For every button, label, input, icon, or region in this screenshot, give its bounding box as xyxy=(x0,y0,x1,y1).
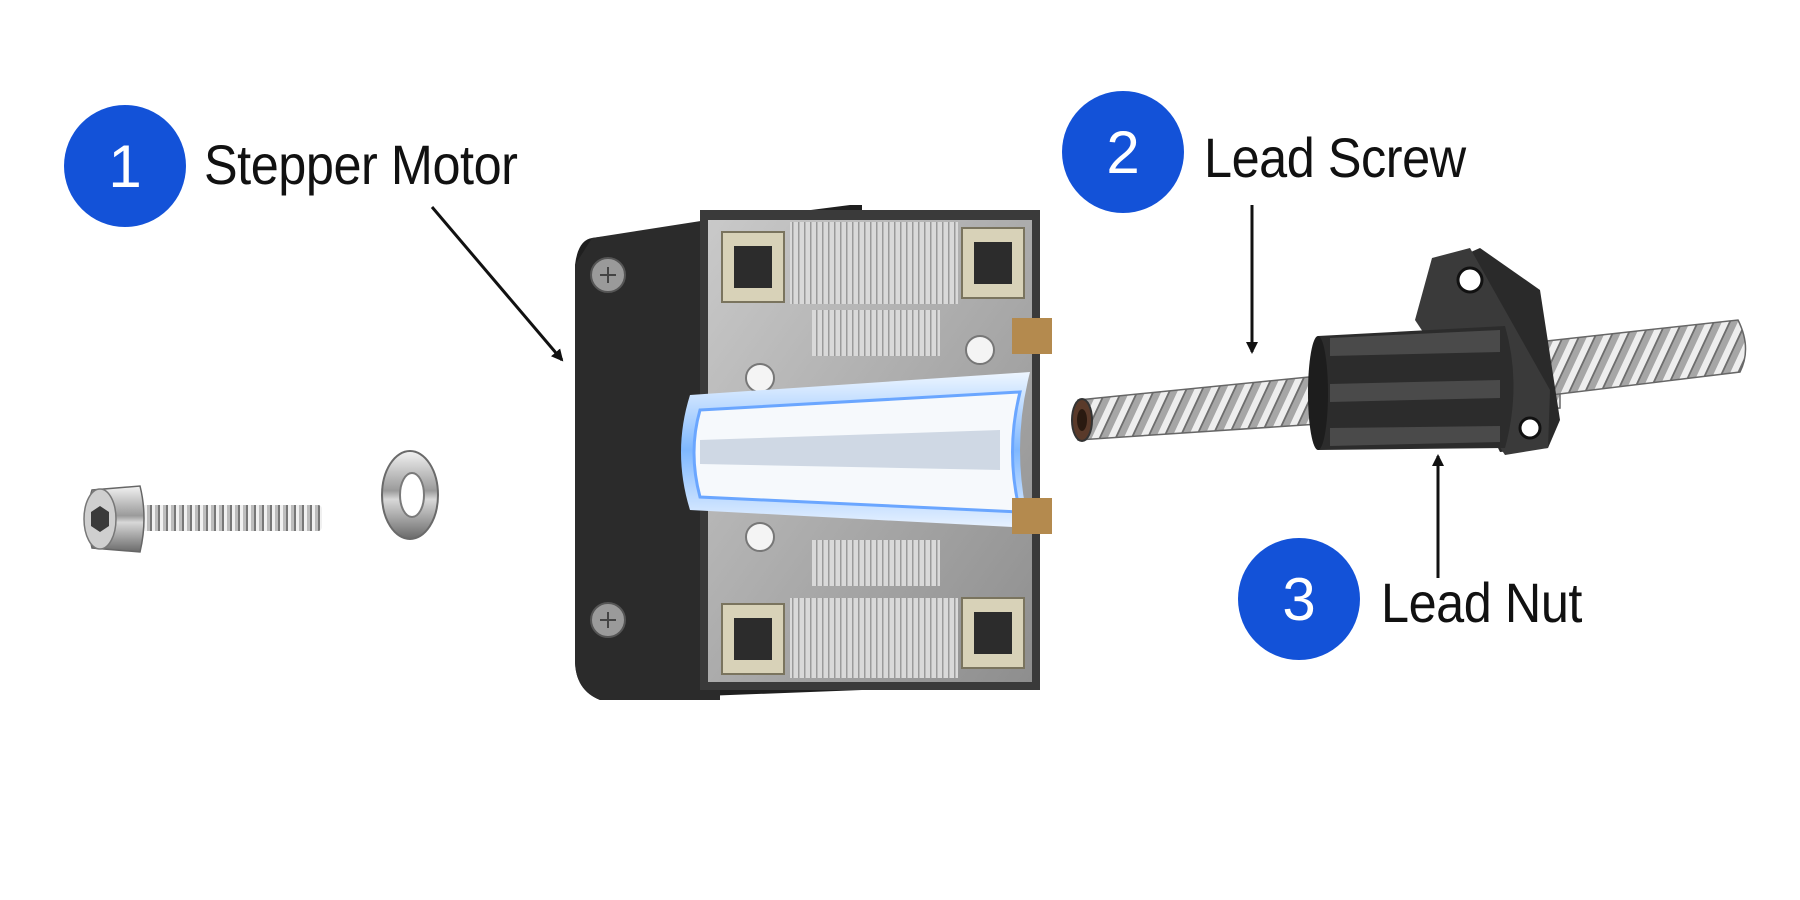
label-lead-nut: Lead Nut xyxy=(1381,571,1582,634)
label-stepper-motor: Stepper Motor xyxy=(204,133,518,196)
label-lead-screw: Lead Screw xyxy=(1204,126,1466,189)
callout-number-2: 2 xyxy=(1106,118,1140,186)
washer-illustration xyxy=(381,450,439,540)
callout-number-1: 1 xyxy=(108,132,142,200)
callout-badge-2: 2 xyxy=(1062,91,1184,213)
stepper-motor-arrow xyxy=(430,206,564,362)
stepper-motor-illustration xyxy=(575,205,1052,700)
callout-badge-1: 1 xyxy=(64,105,186,227)
callout-badge-3: 3 xyxy=(1238,538,1360,660)
pointer-arrows xyxy=(430,205,1444,578)
callout-number-3: 3 xyxy=(1282,565,1316,633)
cap-screw-illustration xyxy=(83,485,322,553)
lead-nut-illustration xyxy=(1308,248,1560,455)
